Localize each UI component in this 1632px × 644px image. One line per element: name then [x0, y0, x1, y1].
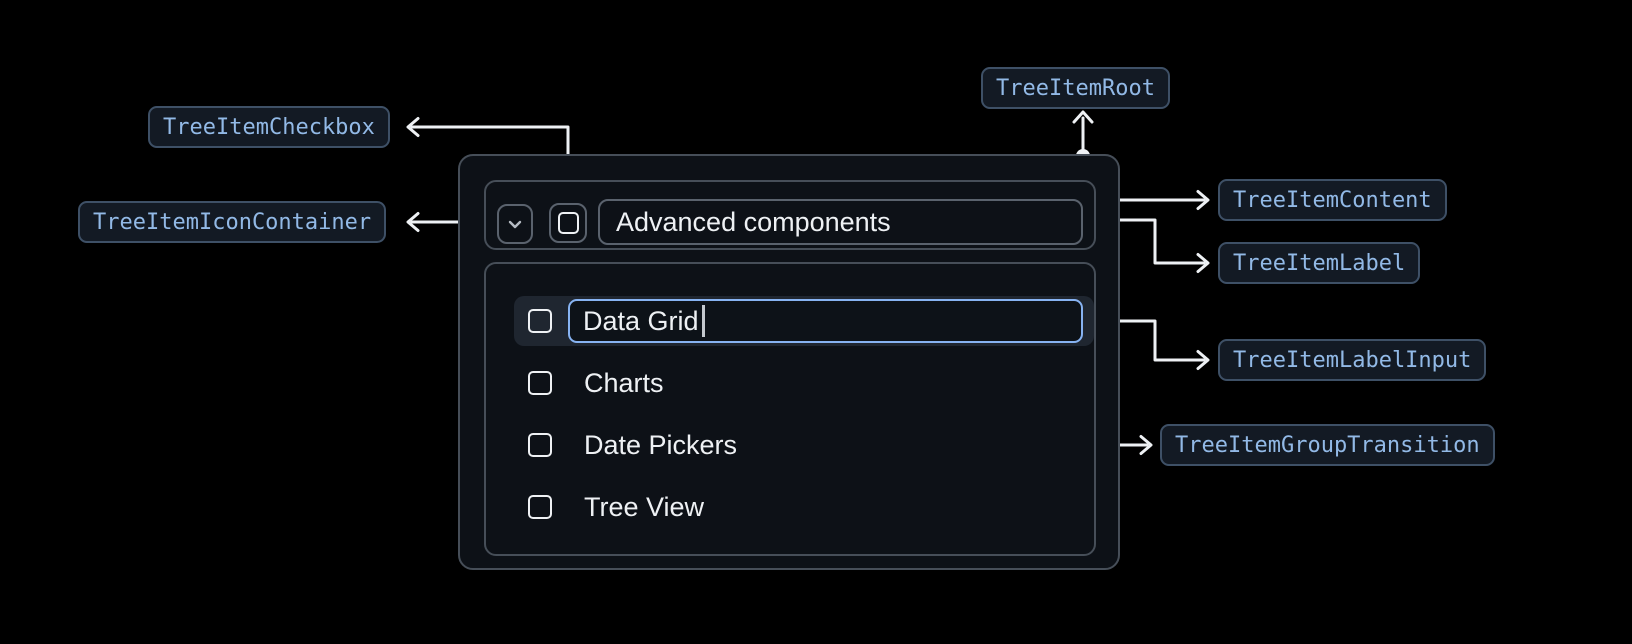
- badge-label: TreeItemIconContainer: [93, 209, 372, 235]
- badge-label: TreeItemRoot: [996, 75, 1155, 101]
- tree-item-root: Advanced components Data Grid Charts Dat…: [458, 154, 1120, 570]
- text-caret-icon: [701, 305, 705, 337]
- badge-tree-item-icon-container: TreeItemIconContainer: [78, 201, 387, 243]
- checkbox-unchecked-icon: [557, 212, 579, 234]
- tree-item-label-text: Charts: [584, 367, 664, 398]
- arrow-right-icon: [1196, 190, 1210, 210]
- tree-item-row-date-pickers[interactable]: Date Pickers: [514, 420, 1094, 470]
- tree-item-label: Advanced components: [598, 199, 1083, 245]
- tree-item-group-transition: Data Grid Charts Date Pickers Tree View: [484, 262, 1096, 556]
- arrow-left-icon: [406, 117, 420, 137]
- tree-item-label-text: Advanced components: [616, 206, 891, 237]
- tree-item-label-input[interactable]: Data Grid: [568, 299, 1083, 343]
- badge-tree-item-label: TreeItemLabel: [1218, 242, 1421, 284]
- tree-item-checkbox[interactable]: [528, 495, 552, 519]
- badge-label: TreeItemLabel: [1233, 250, 1406, 276]
- badge-tree-item-checkbox: TreeItemCheckbox: [148, 106, 390, 148]
- badge-tree-item-content: TreeItemContent: [1218, 179, 1447, 221]
- badge-tree-item-group-transition: TreeItemGroupTransition: [1160, 424, 1495, 466]
- arrow-up-icon: [1072, 110, 1094, 124]
- badge-label: TreeItemLabelInput: [1233, 347, 1472, 373]
- tree-item-row-data-grid[interactable]: Data Grid: [514, 296, 1094, 346]
- tree-item-content[interactable]: Advanced components: [484, 180, 1096, 250]
- tree-item-checkbox[interactable]: [528, 309, 552, 333]
- chevron-down-icon: [508, 220, 522, 229]
- tree-item-row-tree-view[interactable]: Tree View: [514, 482, 1094, 532]
- badge-tree-item-label-input: TreeItemLabelInput: [1218, 339, 1487, 381]
- tree-item-label-text: Tree View: [584, 491, 705, 522]
- arrow-right-icon: [1196, 350, 1210, 370]
- tree-item-checkbox[interactable]: [528, 371, 552, 395]
- tree-item-icon-container[interactable]: [497, 204, 533, 244]
- tree-item-checkbox[interactable]: [528, 433, 552, 457]
- label-input-value: Data Grid: [583, 305, 699, 336]
- tree-item-label-text: Date Pickers: [584, 429, 738, 460]
- tree-item-row-charts[interactable]: Charts: [514, 358, 1094, 408]
- tree-item-checkbox[interactable]: [549, 203, 587, 243]
- badge-label: TreeItemGroupTransition: [1175, 432, 1480, 458]
- arrow-right-icon: [1139, 435, 1153, 455]
- badge-label: TreeItemCheckbox: [163, 114, 375, 140]
- badge-label: TreeItemContent: [1233, 187, 1432, 213]
- arrow-left-icon: [406, 212, 420, 232]
- arrow-right-icon: [1196, 253, 1210, 273]
- badge-tree-item-root: TreeItemRoot: [981, 67, 1170, 109]
